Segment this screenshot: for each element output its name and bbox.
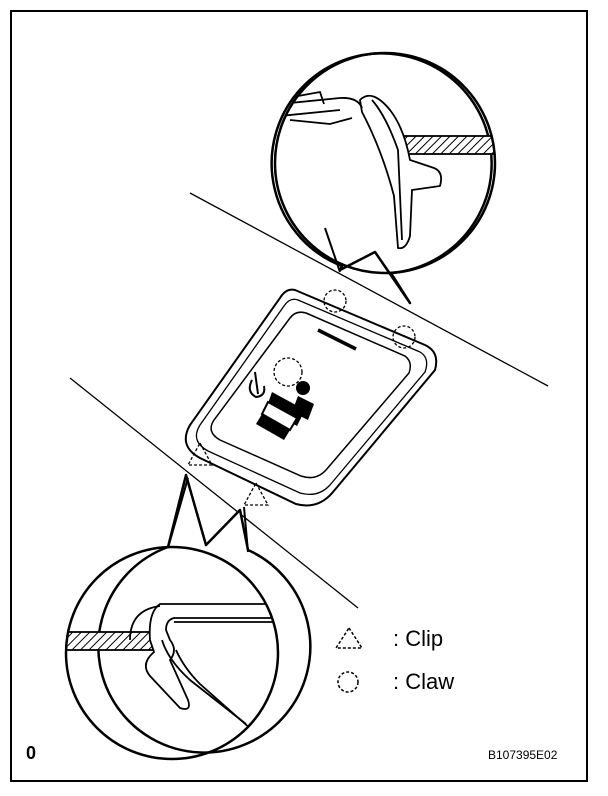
clip-marker-bottom (242, 481, 270, 506)
legend-claw-label: : Claw (393, 669, 455, 694)
legend-clip-symbol (334, 626, 364, 649)
clip-marker-left (186, 441, 214, 466)
surface-line-lower (69, 377, 359, 609)
legend-claw-symbol (337, 671, 359, 693)
surface-line-upper (189, 192, 549, 387)
claw-marker-top (323, 289, 347, 313)
seat-anchor-symbol-icon (248, 357, 314, 440)
switch-panel (184, 288, 438, 507)
figure-id: B107395E02 (488, 748, 558, 762)
detail-callout-clip (64, 473, 312, 761)
corner-mark: 0 (26, 743, 37, 763)
detail-callout-claw (270, 51, 497, 305)
claw-marker-right (392, 325, 416, 349)
legend-clip-label: : Clip (393, 626, 444, 651)
